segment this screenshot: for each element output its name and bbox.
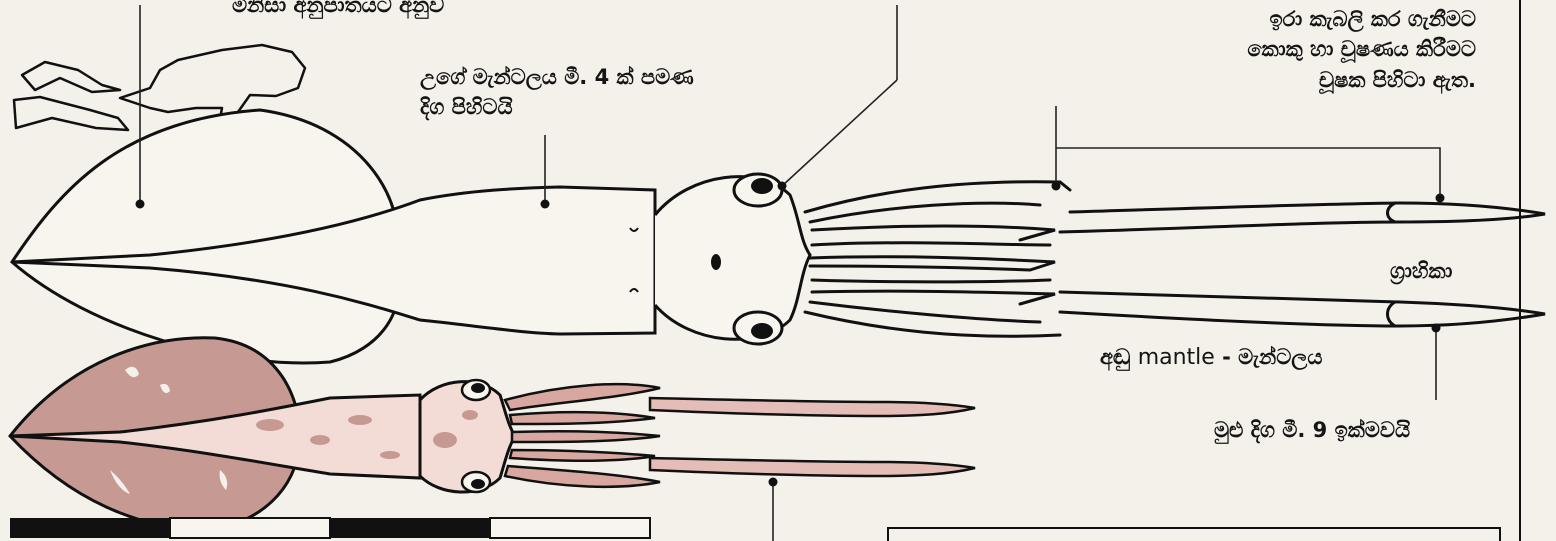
suckers-label: ඉරා කැබලි කර ගැනීමට කොකු හා චූෂණය කිරීමට…: [1130, 4, 1476, 95]
scale-bar-seg-4: [490, 518, 650, 538]
fin-label-english: mantle: [1138, 345, 1215, 370]
large-squid-pupil-bottom: [751, 323, 773, 339]
scale-note-label: මිනිසා අනුපාතයට අනුව: [232, 0, 444, 20]
large-squid-funnel: [711, 254, 721, 270]
scale-bar: [10, 518, 650, 538]
fin-label: අඬු mantle - මැන්ටලය: [1100, 342, 1322, 374]
mantle-length-line1: උගේ මැන්ටලය මී. 4 ක් පමණ: [420, 62, 694, 92]
fin-label-suffix: - මැන්ටලය: [1222, 345, 1322, 369]
large-squid-arms: [805, 182, 1070, 337]
info-box-edge: [888, 528, 1500, 541]
large-squid-pupil-top: [751, 178, 773, 194]
small-squid-pupil-top: [471, 383, 485, 393]
small-squid-pupil-bottom: [471, 479, 485, 489]
suckers-line1: ඉරා කැබලි කර ගැනීමට: [1130, 4, 1476, 34]
small-squid-arms: [505, 384, 660, 487]
total-length-label: මුළු දිග මී. 9 ඉක්මවයි: [1214, 415, 1410, 445]
suckers-line3: චූෂක පිහිටා ඇත.: [1130, 65, 1476, 95]
scale-bar-seg-2: [170, 518, 330, 538]
mantle-length-label: උගේ මැන්ටලය මී. 4 ක් පමණ දිග පිහිටයි: [420, 62, 694, 123]
large-squid-head: [655, 177, 810, 340]
small-squid: [10, 338, 975, 530]
small-squid-tentacles: [650, 398, 975, 476]
scale-bar-seg-3: [330, 518, 490, 538]
suckers-line2: කොකු හා චූෂණය කිරීමට: [1130, 34, 1476, 64]
fin-label-prefix: අඬු: [1100, 345, 1130, 369]
scale-bar-seg-1: [10, 518, 170, 538]
tentacle-label: ග්‍රාහිකා: [1390, 256, 1452, 286]
mantle-length-line2: දිග පිහිටයි: [420, 92, 694, 122]
large-squid-tentacles: [1060, 203, 1545, 326]
